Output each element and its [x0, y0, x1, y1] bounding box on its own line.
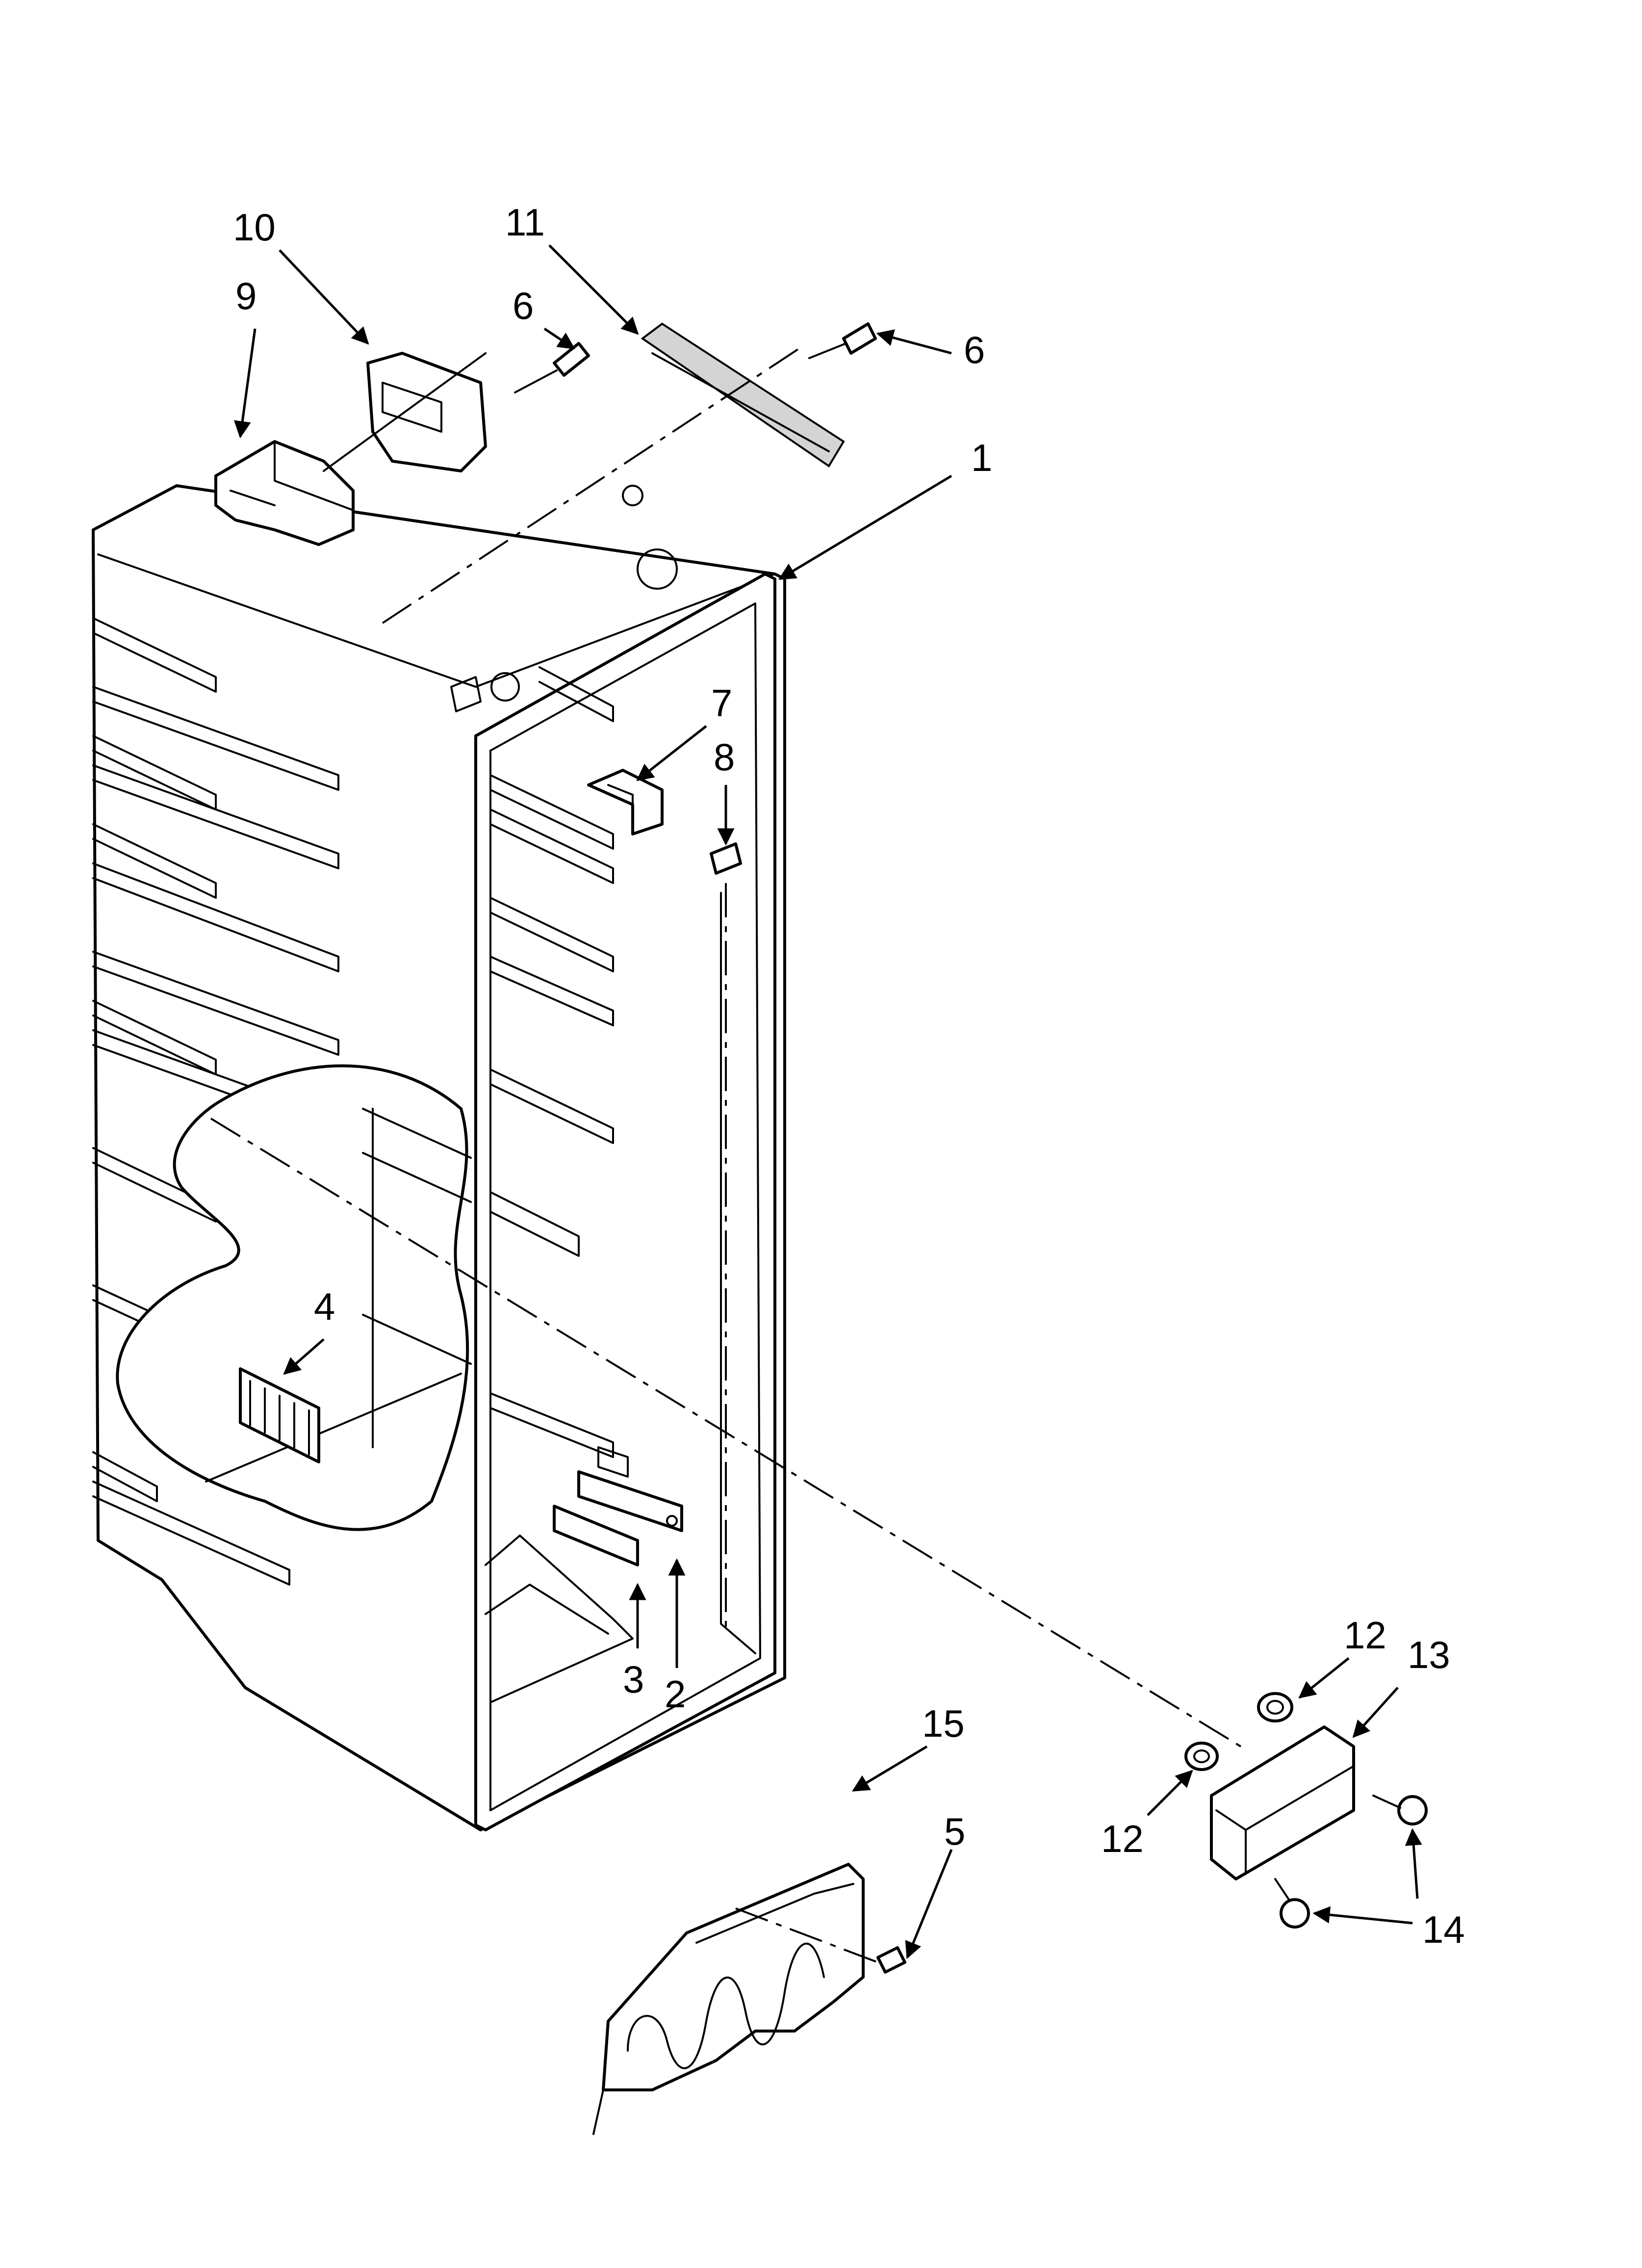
callout-4: 4	[314, 1285, 335, 1328]
part-6-screw-top	[514, 342, 590, 393]
callout-12-upper: 12	[1344, 1614, 1386, 1657]
part-12-grommet-upper	[1257, 1692, 1293, 1722]
callout-2: 2	[665, 1672, 686, 1716]
callout-10: 10	[233, 206, 276, 249]
leader-arrows	[233, 244, 1422, 1959]
alignment-lines	[210, 347, 1242, 1963]
callout-11: 11	[505, 201, 545, 244]
callout-6-top: 6	[513, 284, 534, 327]
callout-1: 1	[971, 436, 992, 479]
part-8-screw	[710, 842, 742, 875]
callout-12-lower: 12	[1101, 1817, 1144, 1860]
part-14-push-pin-lower	[1274, 1878, 1310, 1929]
callout-labels: 1 2 3 4 5 6 6 7 8 9 10 11 12 12 13 14 15	[233, 201, 1465, 1951]
callout-6-right: 6	[964, 328, 985, 371]
part-2-bracket	[577, 1470, 683, 1532]
callout-13: 13	[1408, 1633, 1450, 1676]
callout-14: 14	[1422, 1908, 1465, 1951]
part-7-bracket	[587, 769, 664, 835]
callout-5: 5	[944, 1810, 965, 1853]
callout-3: 3	[623, 1658, 644, 1701]
part-14-push-pin-upper	[1372, 1795, 1428, 1825]
callout-7: 7	[711, 681, 732, 725]
part-12-grommet-lower	[1184, 1742, 1219, 1771]
part-3-bracket	[553, 1446, 639, 1566]
part-10-bracket	[323, 352, 487, 472]
part-15-heater-coil	[592, 1863, 906, 2135]
callout-8: 8	[714, 735, 735, 779]
cabinet-liner	[92, 484, 786, 1831]
shelf-rails-right	[489, 666, 614, 1458]
part-13-drain-trough	[1210, 1725, 1355, 1880]
callout-9: 9	[235, 274, 257, 317]
callout-15: 15	[922, 1702, 965, 1745]
part-4-vent-cover	[239, 1367, 320, 1463]
part-11-channel	[641, 322, 845, 468]
part-9-control-housing	[214, 440, 355, 546]
part-6-screw-right	[808, 322, 877, 359]
